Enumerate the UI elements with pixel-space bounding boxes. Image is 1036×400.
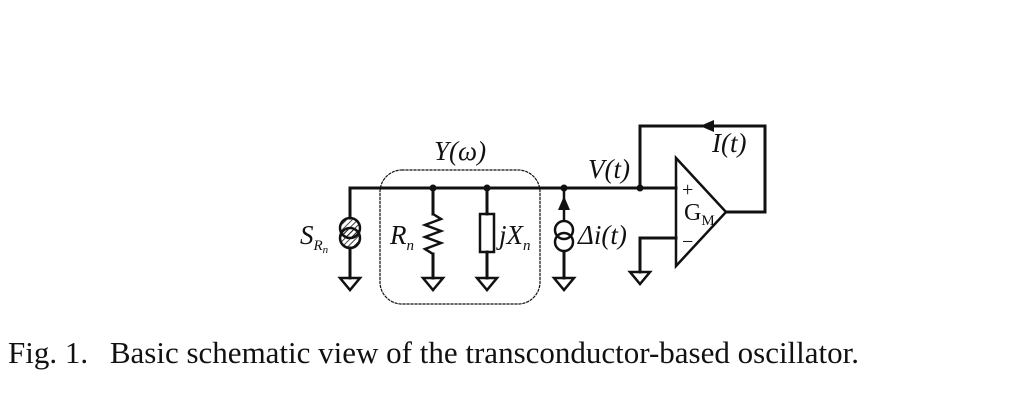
- resistor-label: Rn: [389, 220, 414, 254]
- noise-source-icon: [338, 216, 362, 250]
- admittance-box: [379, 169, 541, 305]
- minus-input-wire: [638, 236, 678, 274]
- noise-source-label: SRn: [300, 220, 329, 256]
- ground-icon: [337, 276, 363, 292]
- ground-icon: [551, 276, 577, 292]
- plus-sign: +: [682, 179, 693, 201]
- current-label: I(t): [711, 128, 746, 158]
- feedback-arrowhead: [700, 120, 714, 132]
- delta-source-arrowhead: [558, 196, 570, 210]
- figure-caption: Fig. 1. Basic schematic view of the tran…: [8, 335, 859, 371]
- admittance-label: Y(ω): [434, 136, 486, 166]
- ground-icon: [474, 276, 500, 292]
- junction-dot: [429, 184, 437, 192]
- junction-dot: [636, 184, 644, 192]
- caption-text: Basic schematic view of the transconduct…: [109, 335, 860, 370]
- minus-sign: −: [682, 231, 693, 253]
- gm-amplifier: [674, 154, 728, 270]
- oscillator-schematic: Y(ω) V(t) I(t) SRn Rn jXn Δi(t) GM + −: [300, 120, 767, 305]
- delta-current-label: Δi(t): [577, 220, 627, 250]
- ground-icon: [627, 270, 653, 286]
- junction-dot: [483, 184, 491, 192]
- ground-icon: [420, 276, 446, 292]
- reactance-label: jXn: [496, 220, 531, 254]
- reactance-box: [478, 212, 496, 254]
- feedback-loop-wire: [638, 124, 767, 214]
- caption-number: Fig. 1.: [8, 335, 89, 370]
- gm-amplifier-label: GM: [684, 200, 715, 229]
- resistor-zigzag: [421, 212, 445, 256]
- voltage-label: V(t): [588, 154, 630, 184]
